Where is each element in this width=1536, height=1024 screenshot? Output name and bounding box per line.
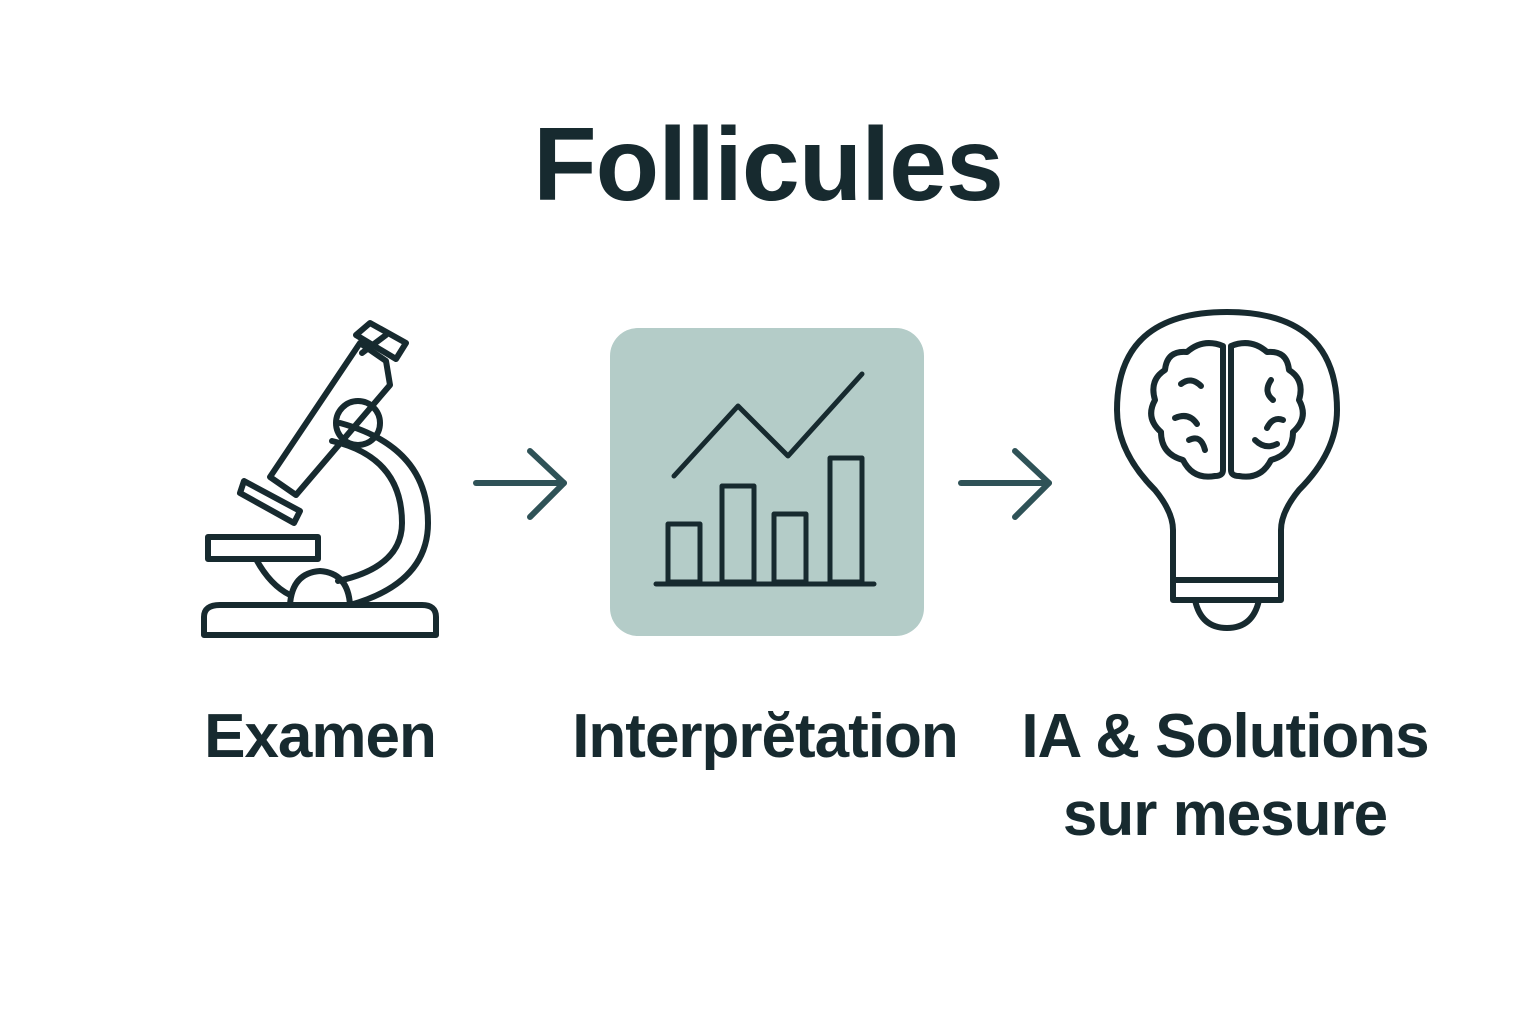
lightbulb-brain-icon (1105, 300, 1350, 640)
step-label-examen: Examen (204, 702, 437, 771)
step-label-ia-line1: IA & Solutions (1021, 702, 1429, 771)
arrow-right-icon (955, 445, 1065, 525)
step-label-interpretation: Interprĕtation (572, 702, 959, 771)
diagram-title: Follicules (533, 107, 1004, 223)
step-label-ia-solutions: IA & Solutions sur mesure (1005, 698, 1445, 853)
microscope-icon (190, 305, 450, 650)
step-label-ia-line2: sur mesure (1062, 779, 1388, 849)
arrow-right-icon (470, 445, 580, 525)
chart-icon (608, 326, 926, 638)
